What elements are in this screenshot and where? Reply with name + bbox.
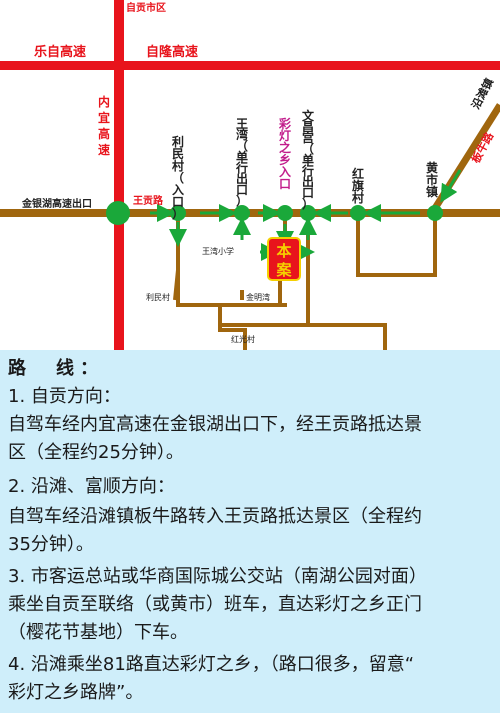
limin-entrance-label: 利民村（入口） <box>172 134 184 221</box>
jinyinhu-exit-node <box>106 201 130 225</box>
wenchang-oneway-label: 文昌宫（单行出口） <box>301 108 315 211</box>
direction-line: 4. 沿滩乘坐81路直达彩灯之乡，（路口很多，留意“ <box>8 654 415 675</box>
direction-line: 35分钟）。 <box>8 534 94 555</box>
limin-entrance-label-text: 利民村（入口） <box>172 134 184 221</box>
limin-node <box>170 205 186 221</box>
zilong-expwy-label: 自隆高速 <box>146 44 198 60</box>
wangwan-oneway-label-text: 王湾（单行出口） <box>235 117 248 208</box>
caideng-entrance-label: 彩灯之乡入口 <box>278 116 291 191</box>
yantan-label: 沿滩镇 <box>468 76 496 112</box>
direction-line: 乘坐自贡至联络（或黄市）班车，直达彩灯之乡正门 <box>8 594 422 615</box>
neiyi-highway <box>114 0 124 350</box>
banniu-road-line <box>429 103 500 215</box>
leshan-expwy-label: 乐自高速 <box>34 44 86 60</box>
direction-line: 彩灯之乡路牌”。 <box>8 682 144 703</box>
wenchang-node <box>300 205 316 221</box>
neiyi-expwy-label-text: 内宜高速 <box>98 94 110 157</box>
huangshi-label-text: 黄市镇 <box>426 160 438 199</box>
vertical-labels: 内宜高速 利民村（入口） 王湾（单行出口） 彩灯之乡入口 文昌宫（单行出口） 红… <box>98 94 438 221</box>
svg-text:本: 本 <box>276 242 291 260</box>
direction-line: 2. 沿滩、富顺方向： <box>8 476 175 497</box>
map-canvas: 自贡市区 乐自高速 自隆高速 金银湖高速出口 王贡路 本案 内宜高速 利民村（入… <box>0 0 500 350</box>
side-roads <box>173 214 437 350</box>
hongqi-label-text: 红旗村 <box>352 166 364 205</box>
svg-text:案: 案 <box>275 261 292 279</box>
caideng-entrance-label-text: 彩灯之乡入口 <box>278 116 291 191</box>
wenchang-oneway-label-text: 文昌宫（单行出口） <box>301 108 315 211</box>
huangshi-label: 黄市镇 <box>426 160 438 199</box>
direction-line: 1. 自贡方向： <box>8 386 121 407</box>
direction-line: 3. 市客运总站或华商国际城公交站（南湖公园对面） <box>8 566 427 587</box>
neiyi-expwy-label: 内宜高速 <box>98 94 110 157</box>
directions-title: 路 线： <box>8 358 104 379</box>
hongqi-label: 红旗村 <box>352 166 364 205</box>
wangwan-school-label: 王湾小学 <box>202 246 234 256</box>
directions-panel: 路 线： 1. 自贡方向： 自驾车经内宜高速在金银湖出口下，经王贡路抵达景 区（… <box>0 350 500 713</box>
wanggong-road-label: 王贡路 <box>133 194 164 207</box>
direction-line: 自驾车经沿滩镇板牛路转入王贡路抵达景区（全程约 <box>8 506 422 527</box>
route-map: 自贡市区 乐自高速 自隆高速 金银湖高速出口 王贡路 本案 内宜高速 利民村（入… <box>0 0 500 350</box>
jinyinhu-exit-label: 金银湖高速出口 <box>21 197 92 210</box>
zigong-city-label: 自贡市区 <box>126 1 166 14</box>
wangwan-node <box>234 205 250 221</box>
direction-line: （樱花节基地）下车。 <box>8 622 188 643</box>
destination-marker: 本 案 <box>267 237 301 281</box>
direction-line: 区（全程约25分钟）。 <box>8 442 184 463</box>
jinmingwan-label: 金明湾 <box>246 292 270 302</box>
huangshi-node <box>427 205 443 221</box>
hongguangcun-label: 红光村 <box>231 334 255 344</box>
hongqi-node <box>350 205 366 221</box>
caideng-node <box>277 205 293 221</box>
direction-line: 自驾车经内宜高速在金银湖出口下，经王贡路抵达景 <box>8 414 422 435</box>
limincun-label: 利民村 <box>146 292 170 302</box>
wangwan-oneway-label: 王湾（单行出口） <box>235 117 248 208</box>
leshan-zilong-highway <box>0 61 500 70</box>
